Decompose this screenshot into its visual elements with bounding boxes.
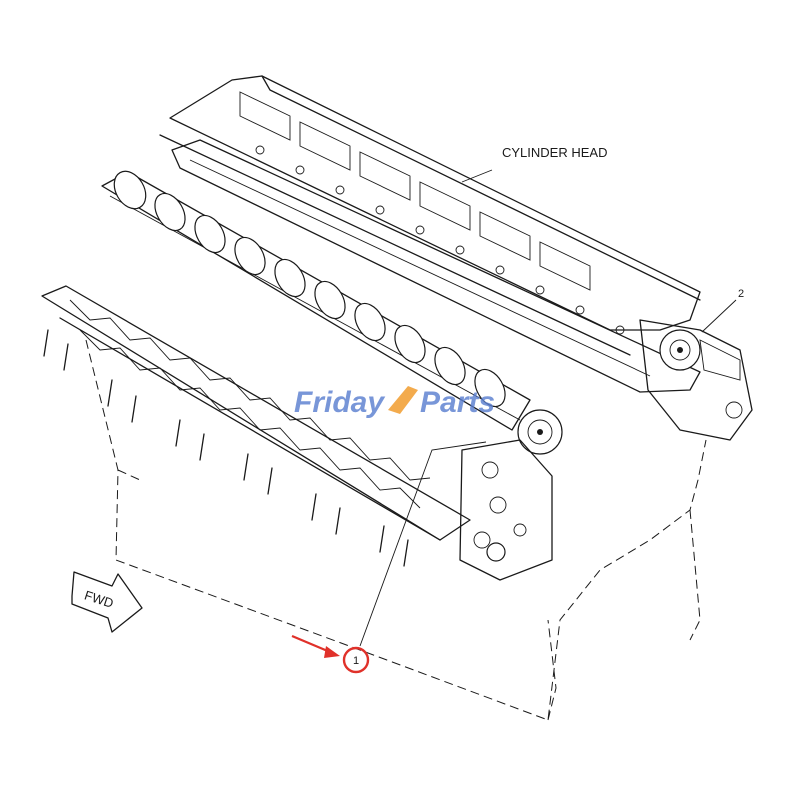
watermark-right: Parts (420, 386, 495, 419)
callout-1-highlight-ring (342, 646, 370, 674)
front-housing (459, 439, 553, 581)
camshaft (101, 170, 563, 455)
leader-lines (359, 169, 737, 647)
pointer-arrow-icon (291, 634, 340, 658)
engine-block-outline (85, 339, 707, 721)
lower-deck (41, 285, 471, 567)
watermark-swoosh-icon (388, 386, 418, 414)
watermark-left: Friday (294, 386, 385, 419)
fwd-arrow-icon: FWD (71, 571, 143, 633)
cylinder-head-label: CYLINDER HEAD (502, 145, 607, 160)
cylinder-head (159, 75, 701, 393)
callout-2-label: 2 (738, 288, 744, 300)
right-end-assembly (639, 319, 753, 441)
callout-1-label: 1 (353, 655, 359, 667)
